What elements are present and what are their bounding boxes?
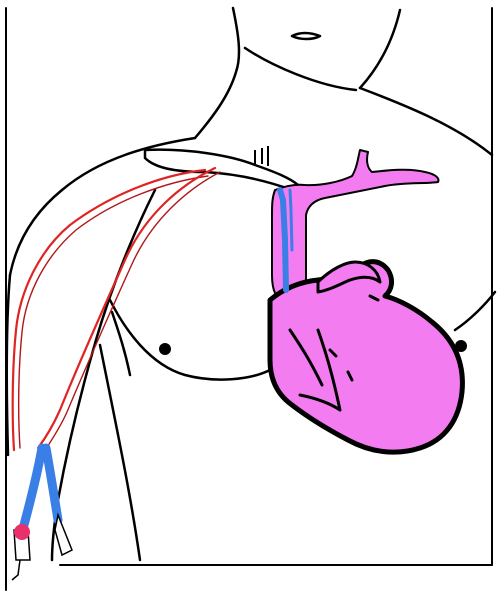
- arm-inner-line: [52, 190, 155, 560]
- pectoral-left-line: [110, 300, 270, 380]
- chin-line: [245, 48, 356, 90]
- nipple-left: [159, 343, 171, 355]
- shoulder-right-line: [360, 88, 492, 155]
- artery-inner-shadow: [44, 172, 220, 452]
- mouth-mark: [292, 33, 320, 39]
- torso-side-line: [100, 345, 140, 560]
- catheter-arm-left: [24, 448, 42, 525]
- insertion-marker: [14, 524, 30, 540]
- catheter-line-2: [290, 190, 292, 250]
- catheter-arm-right: [46, 448, 58, 520]
- neck-right-line: [360, 10, 400, 88]
- torso-outline: [6, 8, 495, 590]
- artery-outer: [13, 170, 205, 450]
- arm-outer-line: [7, 275, 10, 455]
- clavicle-tick-marks: [255, 146, 268, 166]
- insertion-needle: [55, 515, 72, 555]
- insertion-tail: [12, 560, 20, 580]
- pectoral-right-line: [455, 292, 495, 330]
- artery-inner: [38, 168, 215, 448]
- neck-left-line: [195, 8, 239, 138]
- catheter-icon: [24, 190, 292, 525]
- heart-icon: [270, 150, 462, 452]
- heart-body: [270, 262, 462, 453]
- insertion-site-icon: [12, 515, 72, 580]
